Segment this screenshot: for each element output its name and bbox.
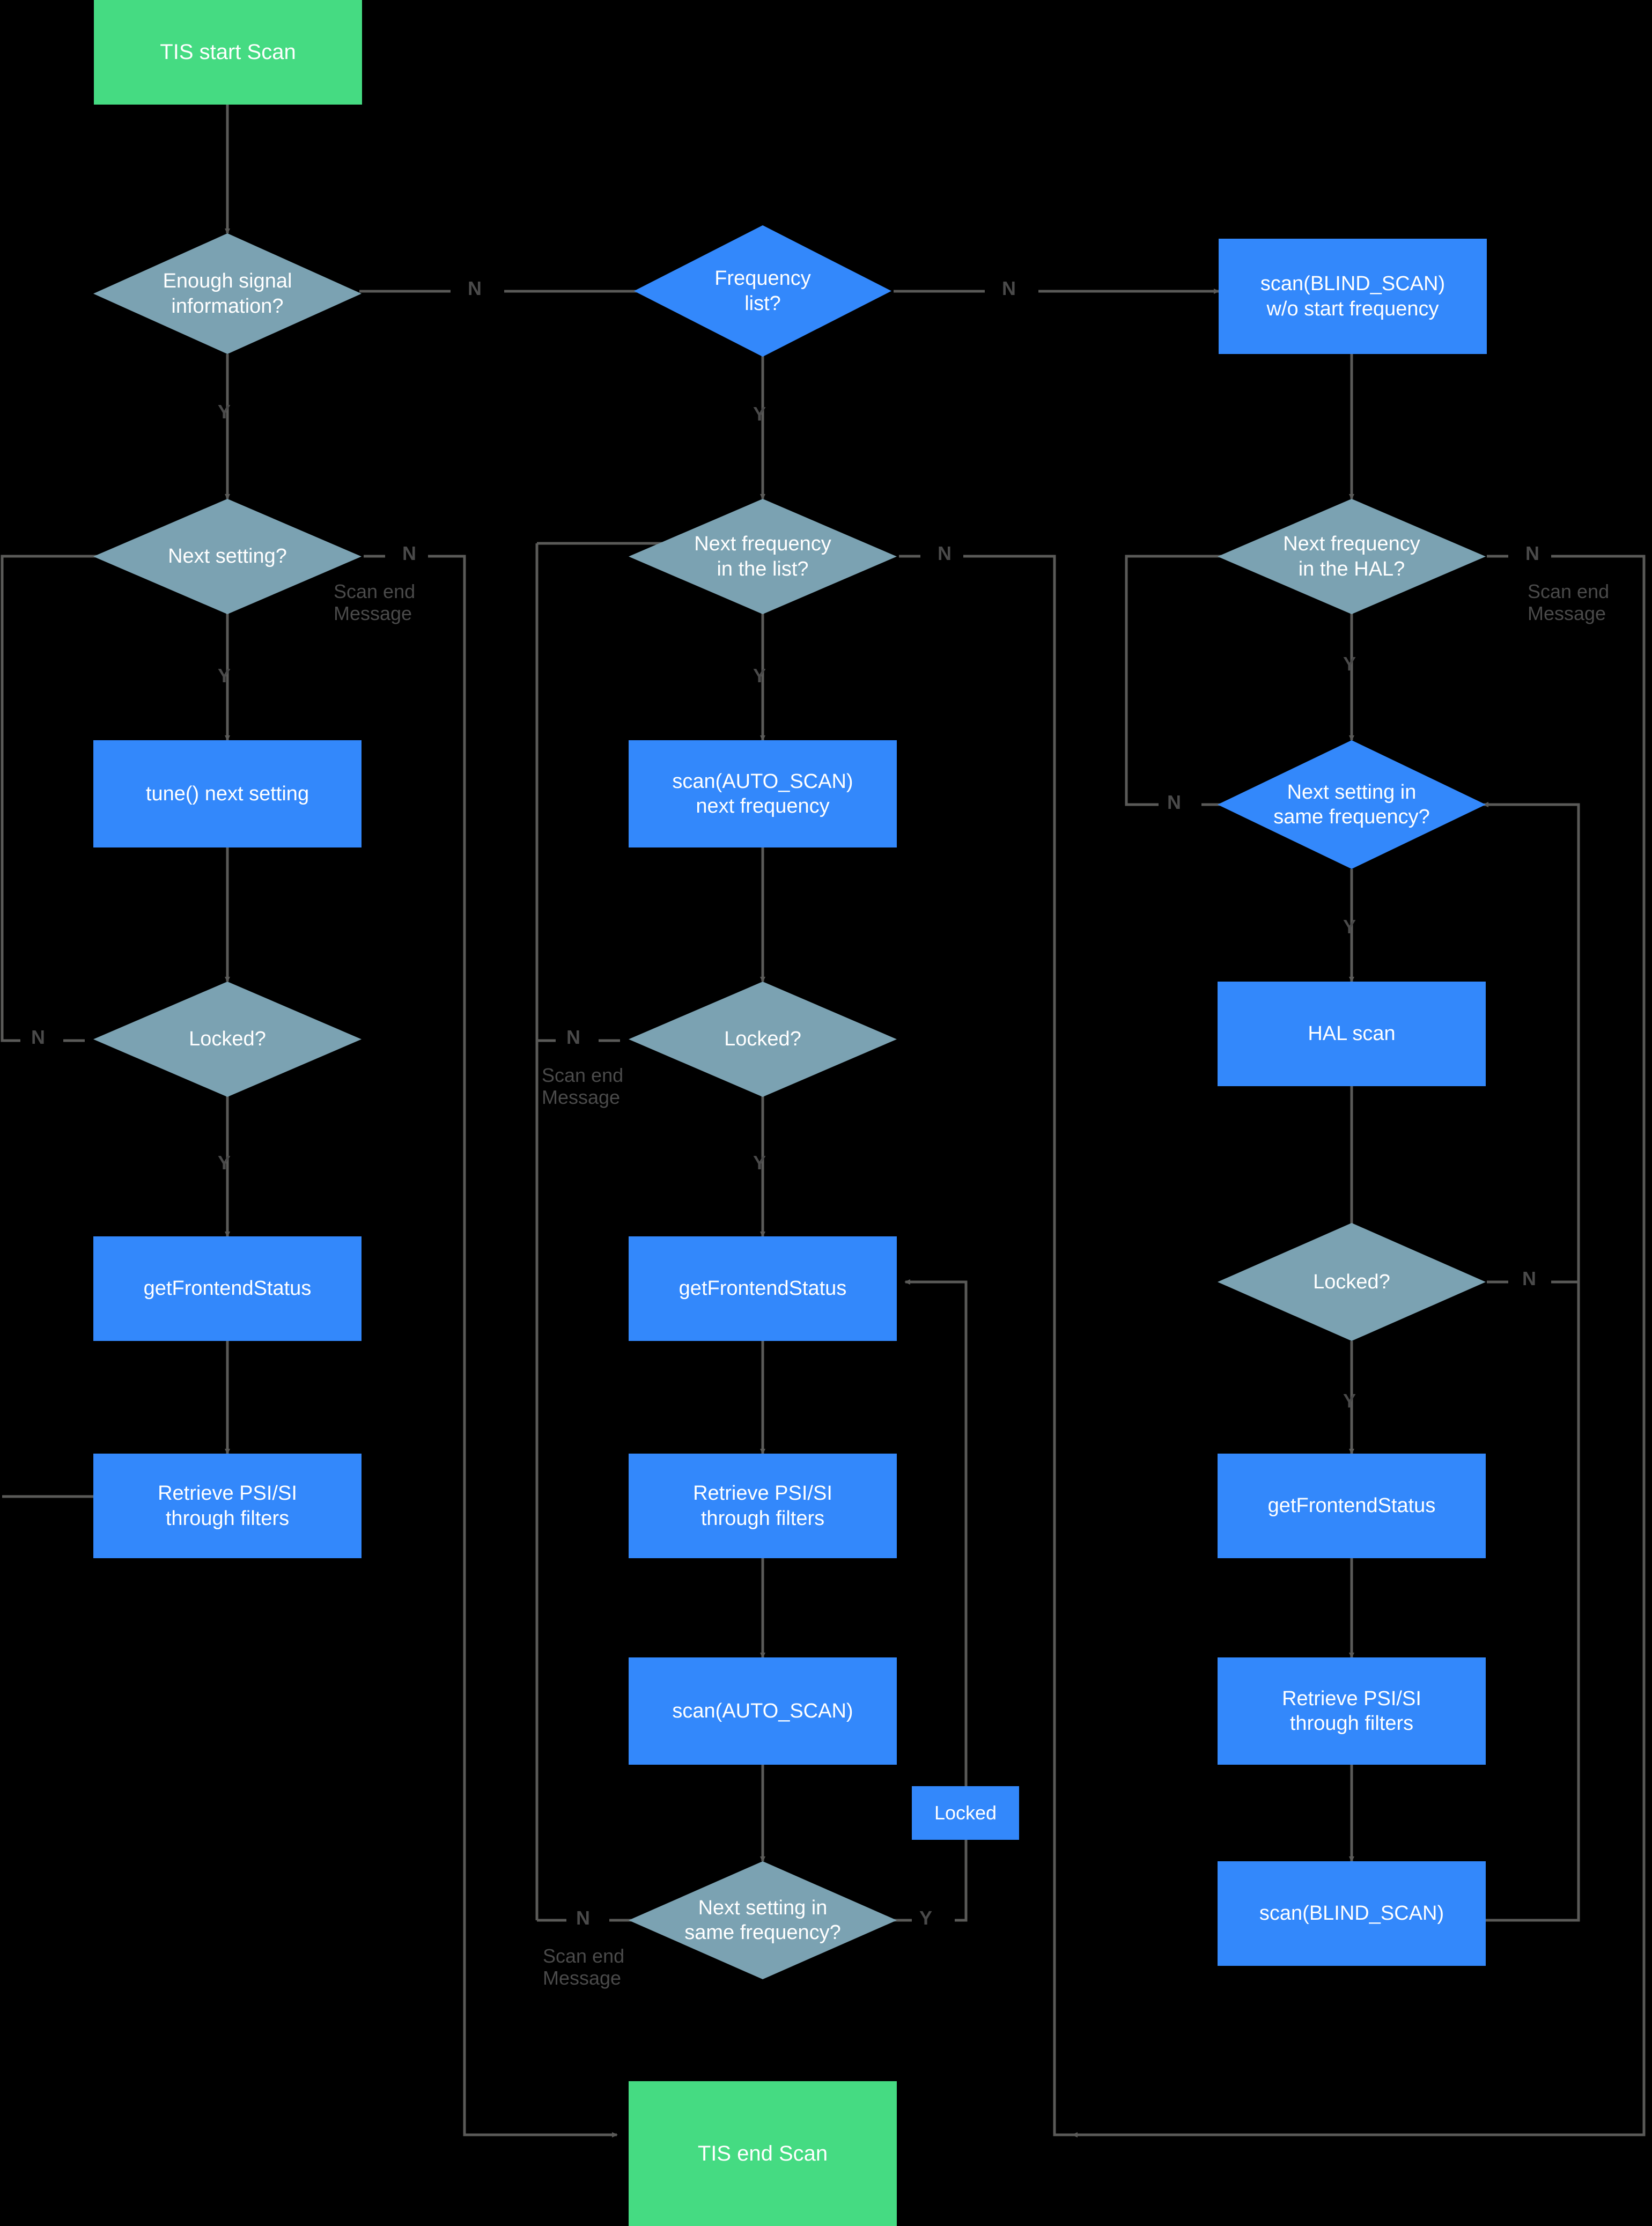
diamond-shape [93, 233, 362, 354]
edge-label-y-frequency-list: Y [753, 403, 766, 425]
diamond-shape [1218, 1223, 1486, 1341]
edge-label-n-next-setting-same-frequency-right: N [1167, 791, 1181, 813]
edge-label-n-next-frequency-list: N [938, 542, 952, 564]
node-label: Locked? [1313, 1270, 1390, 1293]
diamond-shape [634, 225, 891, 357]
node-next-setting-same-frequency-right[interactable]: Next setting in same frequency? [1218, 740, 1486, 869]
node-label: Next setting? [168, 545, 287, 568]
note-scan-end-message-mid: Scan end Message [543, 1945, 625, 1989]
node-label: Next setting in same frequency? [684, 1896, 841, 1944]
edge-label-y-locked-left: Y [218, 1152, 231, 1174]
node-label: Next setting in same frequency? [1273, 780, 1430, 828]
edge-label-y-next-setting: Y [218, 665, 231, 687]
edge-label-y-enough-signal: Y [218, 401, 231, 423]
node-locked-left[interactable]: Locked? [93, 982, 362, 1097]
edge-label-y-next-frequency-hal: Y [1343, 653, 1356, 675]
edge-label-y-next-setting-same-frequency-right: Y [1343, 916, 1356, 938]
edge-label-y-next-setting-same-frequency-mid: Y [919, 1907, 933, 1929]
edge-label-n-locked-mid: N [566, 1026, 580, 1048]
edge-label-n-next-setting: N [402, 542, 416, 564]
node-retrieve-psi-si-right[interactable]: Retrieve PSI/SI through filters [1218, 1657, 1486, 1765]
node-label: Next frequency in the HAL? [1283, 533, 1420, 580]
node-tune-next-setting[interactable]: tune() next setting [93, 740, 362, 847]
edge-label-n-next-frequency-hal: N [1525, 542, 1539, 564]
node-next-frequency-in-list[interactable]: Next frequency in the list? [629, 499, 897, 614]
node-label: Enough signal information? [163, 270, 292, 318]
node-get-frontend-status-right[interactable]: getFrontendStatus [1218, 1454, 1486, 1558]
node-label: Next frequency in the list? [694, 533, 831, 580]
node-next-setting[interactable]: Next setting? [93, 499, 362, 614]
edge-label-y-locked-mid: Y [753, 1152, 766, 1174]
edge-label-y-locked-right: Y [1343, 1390, 1356, 1412]
edge-label-n-locked-left: N [31, 1026, 45, 1048]
diamond-shape [629, 982, 897, 1097]
node-hal-scan[interactable]: HAL scan [1218, 982, 1486, 1086]
node-start[interactable]: TIS start Scan [94, 0, 362, 105]
diamond-shape [1218, 740, 1486, 869]
edge-label-y-next-frequency-list: Y [753, 665, 766, 687]
node-get-frontend-status-left[interactable]: getFrontendStatus [93, 1236, 362, 1341]
node-locked-right[interactable]: Locked? [1218, 1223, 1486, 1341]
node-label: Locked? [189, 1028, 266, 1051]
edge-label-n-frequency-list: N [1002, 277, 1016, 299]
diamond-shape [629, 499, 897, 614]
edge-label-n-enough-signal: N [468, 277, 482, 299]
node-locked-mid[interactable]: Locked? [629, 982, 897, 1097]
diamond-shape [1218, 499, 1486, 614]
diamond-shape [629, 1861, 897, 1979]
node-blind-scan[interactable]: scan(BLIND_SCAN) [1218, 1861, 1486, 1966]
node-auto-scan-next-frequency[interactable]: scan(AUTO_SCAN) next frequency [629, 740, 897, 847]
note-scan-end-message-mid-locked: Scan end Message [542, 1064, 624, 1109]
diamond-shape [93, 982, 362, 1097]
node-label: Frequency list? [714, 267, 811, 315]
note-scan-end-message-left: Scan end Message [334, 580, 416, 625]
node-auto-scan[interactable]: scan(AUTO_SCAN) [629, 1657, 897, 1765]
node-retrieve-psi-si-left[interactable]: Retrieve PSI/SI through filters [93, 1454, 362, 1558]
edge-label-n-locked-right: N [1522, 1267, 1536, 1289]
node-get-frontend-status-mid[interactable]: getFrontendStatus [629, 1236, 897, 1341]
node-blind-scan-no-start-frequency[interactable]: scan(BLIND_SCAN) w/o start frequency [1219, 239, 1487, 354]
node-enough-signal[interactable]: Enough signal information? [93, 233, 362, 354]
node-next-setting-same-frequency-mid[interactable]: Next setting in same frequency? [629, 1861, 897, 1979]
node-frequency-list[interactable]: Frequency list? [634, 225, 891, 357]
node-label: Locked? [724, 1028, 801, 1051]
edge-label-n-next-setting-same-frequency-mid: N [576, 1907, 590, 1929]
note-scan-end-message-right: Scan end Message [1528, 580, 1610, 625]
node-end[interactable]: TIS end Scan [629, 2081, 897, 2226]
diamond-shape [93, 499, 362, 614]
node-locked-tag[interactable]: Locked [912, 1786, 1019, 1840]
node-next-frequency-in-hal[interactable]: Next frequency in the HAL? [1218, 499, 1486, 614]
node-retrieve-psi-si-mid[interactable]: Retrieve PSI/SI through filters [629, 1454, 897, 1558]
